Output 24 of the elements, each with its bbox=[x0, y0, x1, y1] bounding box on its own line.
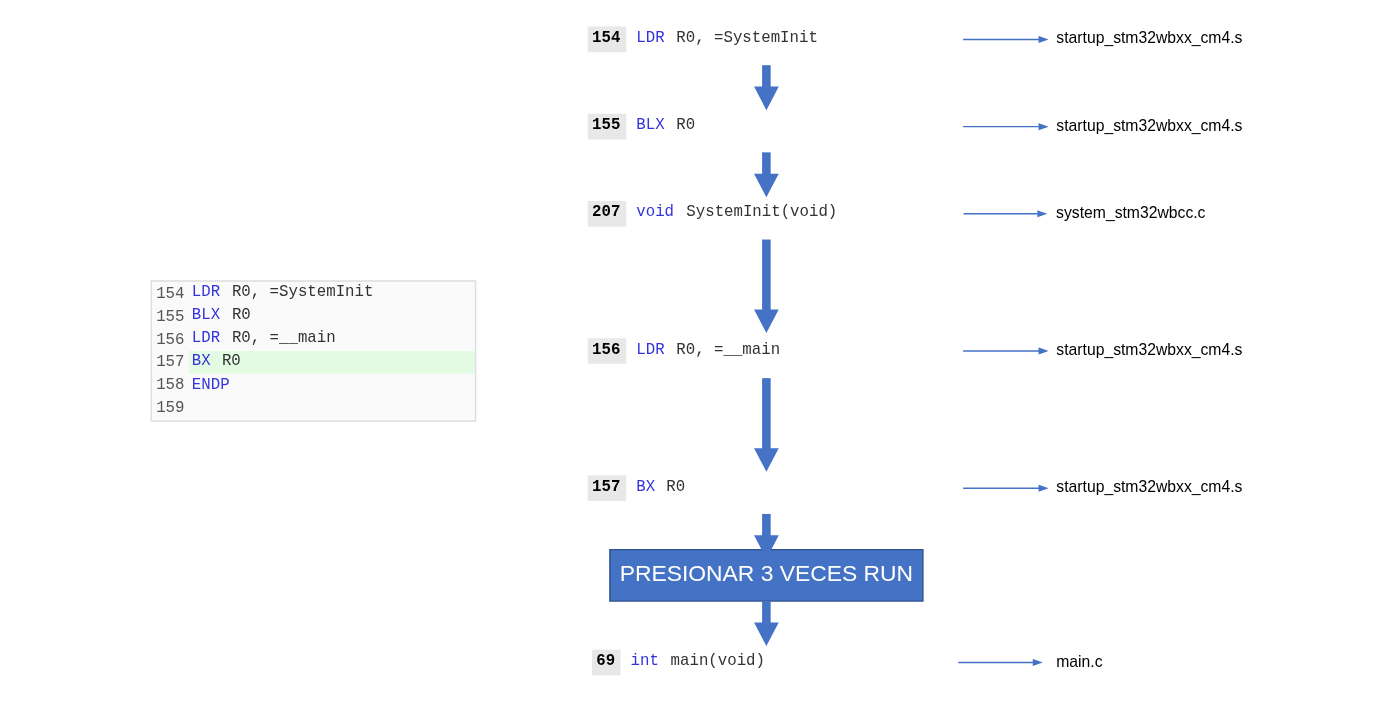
arrow bbox=[754, 65, 779, 111]
arrow bbox=[962, 210, 1048, 218]
node-label: void SystemInit(void) bbox=[636, 203, 838, 222]
node-box: PRESIONAR 3 VECES RUN bbox=[609, 548, 924, 602]
node-label: BLX R0 bbox=[636, 116, 696, 135]
arrow bbox=[754, 378, 779, 472]
node-text: system_stm32wbcc.c bbox=[1056, 203, 1206, 221]
arrow bbox=[962, 35, 1049, 43]
arrow bbox=[962, 484, 1049, 492]
node-label: BX R0 bbox=[636, 477, 686, 496]
arrow bbox=[962, 347, 1049, 355]
arrow bbox=[957, 659, 1043, 667]
node-text: startup_stm32wbxx_cm4.s bbox=[1056, 341, 1243, 358]
node-label: int main(void) bbox=[630, 652, 765, 671]
node-label: LDR R0, =__main bbox=[636, 340, 781, 359]
node-text: startup_stm32wbxx_cm4.s bbox=[1056, 116, 1243, 134]
arrow bbox=[754, 239, 779, 334]
node-text: main.c bbox=[1056, 652, 1103, 670]
arrow bbox=[962, 123, 1049, 131]
arrow bbox=[754, 152, 779, 198]
node-text: startup_stm32wbxx_cm4.s bbox=[1056, 478, 1243, 496]
node-label: LDR R0, =SystemInit bbox=[636, 29, 818, 48]
arrow bbox=[754, 601, 779, 647]
node-text: startup_stm32wbxx_cm4.s bbox=[1056, 29, 1243, 47]
